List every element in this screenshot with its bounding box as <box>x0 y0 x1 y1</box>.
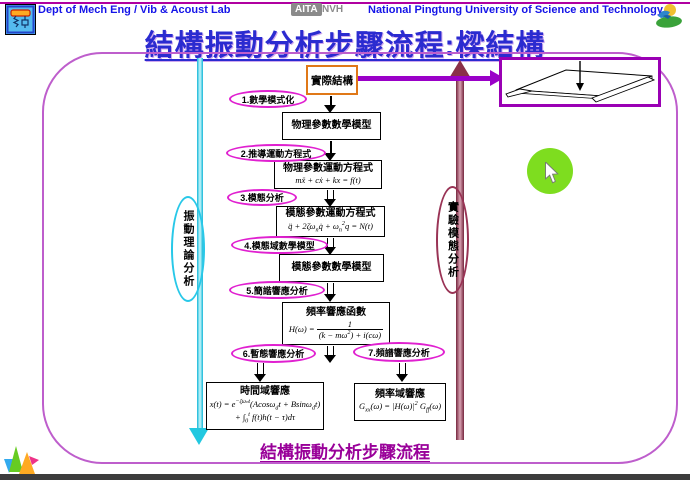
step-ellipse-4: 4.模態域數學模型 <box>231 236 328 254</box>
freq-response-title: 頻率域響應 <box>375 388 425 400</box>
time-response-title: 時間域響應 <box>240 386 290 398</box>
flow-arrow-8-shaft <box>399 363 406 375</box>
theory-branch-ellipse: 振動理論分析 <box>171 196 205 302</box>
flow-box-time-response: 時間域響應 x(t) = e−ζωₙt(Acosωdt + Bsinωdt) +… <box>206 382 324 430</box>
slide-border <box>42 52 678 464</box>
university-label: National Pingtung University of Science … <box>368 4 664 16</box>
step-ellipse-5: 5.簡諧響應分析 <box>229 281 325 299</box>
flow-arrow-2-shaft <box>330 141 332 154</box>
beam-structure-diagram <box>505 61 656 103</box>
flow-arrow-5-head <box>324 294 336 302</box>
department-label: Dept of Mech Eng / Vib & Acoust Lab <box>38 4 231 16</box>
flow-arrow-8-head <box>396 374 408 382</box>
step-label-5: 5.簡諧響應分析 <box>246 285 308 296</box>
flow-arrow-1-head <box>324 105 336 113</box>
flow-arrow-7-head <box>254 374 266 382</box>
mouse-pointer-icon <box>545 162 559 184</box>
experiment-branch-ellipse: 實驗模態分析 <box>436 186 469 294</box>
flow-box-physical-model: 物理參數數學模型 <box>282 112 381 140</box>
step-ellipse-1: 1.數學模式化 <box>229 90 307 108</box>
modal-model-title: 模態參數數學模型 <box>291 261 372 273</box>
step-label-4: 4.模態域數學模型 <box>244 240 315 251</box>
physical-model-title: 物理參數數學模型 <box>291 119 372 131</box>
frf-title: 頻率響應函數 <box>306 307 366 319</box>
flow-box-physical-eom: 物理參數運動方程式 mẍ + cẋ + kx = f(t) <box>274 160 382 189</box>
step-label-7: 7.頻譜響應分析 <box>368 347 430 358</box>
flow-arrow-3-shaft <box>327 190 334 200</box>
flow-arrow-6-shaft <box>327 346 334 356</box>
flow-arrow-4-head <box>324 247 336 255</box>
waveform-logo <box>2 443 44 479</box>
aita-badge: AITA <box>291 3 322 16</box>
step-label-3: 3.模態分析 <box>240 193 284 203</box>
mass-spring-damper-icon <box>5 4 36 35</box>
time-response-equation-2: + ∫0t f(t)h(t − τ)dτ <box>234 412 296 425</box>
modal-eom-title: 模態參數運動方程式 <box>285 208 376 220</box>
modal-eom-equation: q̈ + 2ζωnq̇ + ωn2q = N(t) <box>288 220 373 234</box>
freq-response-equation: Gxx(ω) = |H(ω)|2 Gff(ω) <box>358 401 442 414</box>
theory-branch-label: 振動理論分析 <box>182 210 194 288</box>
top-accent-line <box>0 2 690 4</box>
flow-arrow-3-head <box>324 199 336 207</box>
actual-structure-box: 實際結構 <box>306 65 358 95</box>
flow-arrow-1-shaft <box>330 96 332 106</box>
footer-caption: 結構振動分析步驟流程 <box>260 443 430 462</box>
cursor-highlight <box>527 148 573 194</box>
university-logo <box>653 2 685 32</box>
flow-box-modal-model: 模態參數數學模型 <box>279 254 384 282</box>
beam-image-box <box>499 57 661 107</box>
nvh-label: NVH <box>322 4 344 15</box>
experiment-arrow-head <box>448 60 472 80</box>
time-response-equation-1: x(t) = e−ζωₙt(Acosωdt + Bsinωdt) <box>209 398 321 412</box>
bottom-bar <box>0 474 690 480</box>
flow-arrow-2-head <box>324 153 336 161</box>
step-ellipse-3: 3.模態分析 <box>227 189 297 206</box>
physical-eom-equation: mẍ + cẋ + kx = f(t) <box>295 174 361 185</box>
theory-arrow-head <box>189 428 209 445</box>
physical-eom-title: 物理參數運動方程式 <box>283 163 373 175</box>
step-ellipse-7: 7.頻譜響應分析 <box>353 342 445 362</box>
step-label-1: 1.數學模式化 <box>241 94 295 105</box>
flow-arrow-6-head <box>324 355 336 363</box>
structure-connector-arrow <box>357 76 492 81</box>
flow-box-modal-eom: 模態參數運動方程式 q̈ + 2ζωnq̇ + ωn2q = N(t) <box>276 206 385 237</box>
step-label-6: 6.暫態響應分析 <box>242 349 305 359</box>
flow-box-frf: 頻率響應函數 H(ω) = 1(k − mω2) + i(cω) <box>282 302 390 345</box>
flow-arrow-7-shaft <box>257 363 264 375</box>
step-label-2: 2.推導運動方程式 <box>240 148 312 159</box>
step-ellipse-2: 2.推導運動方程式 <box>226 144 326 162</box>
step-ellipse-6: 6.暫態響應分析 <box>231 344 316 363</box>
experiment-branch-label: 實驗模態分析 <box>446 201 459 279</box>
flow-arrow-5-shaft <box>327 283 334 295</box>
frf-equation: H(ω) = 1(k − mω2) + i(cω) <box>288 318 384 340</box>
flow-box-freq-response: 頻率域響應 Gxx(ω) = |H(ω)|2 Gff(ω) <box>354 383 446 421</box>
page-title: 結構振動分析步驟流程:樑結構 <box>144 30 546 62</box>
actual-structure-label: 實際結構 <box>311 74 353 87</box>
